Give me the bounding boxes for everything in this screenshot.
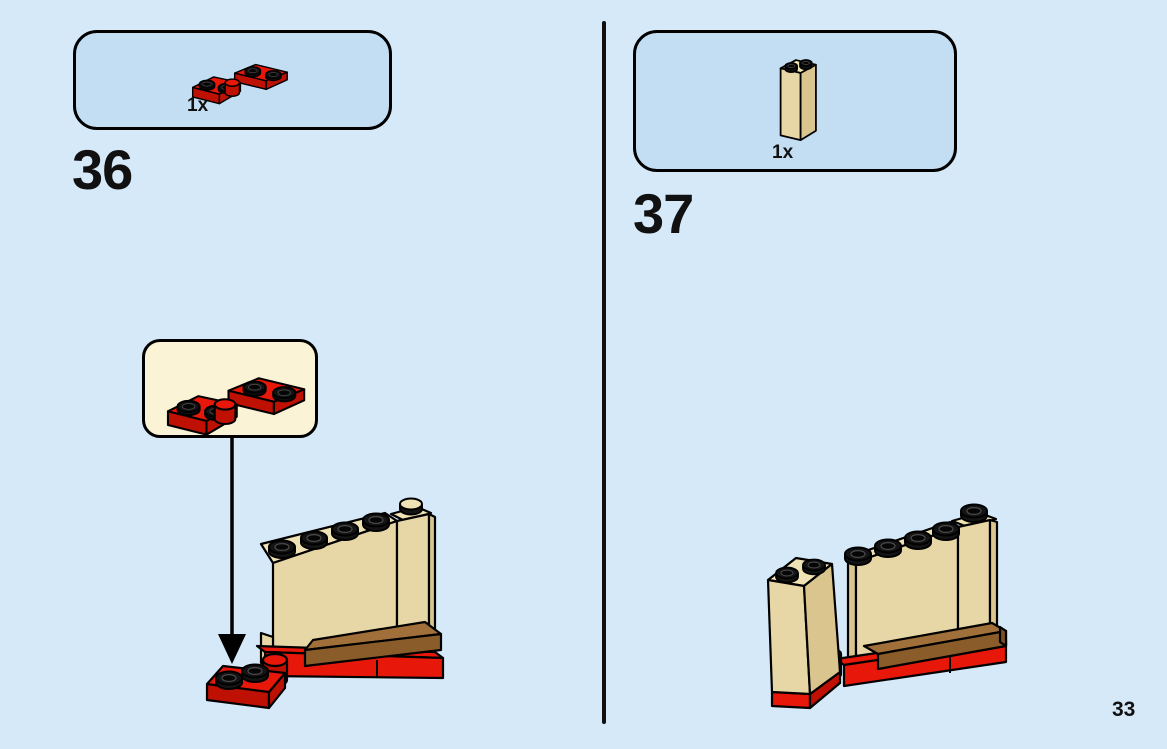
placement-arrow-icon [218, 438, 246, 664]
detail-callout-box [142, 339, 318, 438]
red-hinge-plate-attached [205, 663, 287, 710]
page-number: 33 [1112, 698, 1136, 721]
step-number-36: 36 [72, 138, 133, 201]
column-divider [602, 21, 606, 724]
wall-panel [844, 503, 999, 668]
tan-brick-icon [770, 53, 823, 146]
parts-box-step-37: 1x [633, 30, 957, 172]
tan-brick-on-hinge [766, 556, 842, 710]
red-hinge-plate-large-icon [158, 359, 310, 445]
brown-ledge-plate [862, 621, 1008, 671]
parts-box-step-36: 1x [73, 30, 392, 130]
assembly-illustration-step-36 [205, 497, 445, 710]
part-count-step-36: 1x [187, 95, 209, 116]
step-number-37: 37 [633, 182, 694, 245]
brown-ledge-plate [303, 620, 443, 668]
part-count-step-37: 1x [772, 142, 794, 163]
assembly-illustration-step-37 [766, 503, 1008, 710]
wall-panel [259, 497, 437, 669]
